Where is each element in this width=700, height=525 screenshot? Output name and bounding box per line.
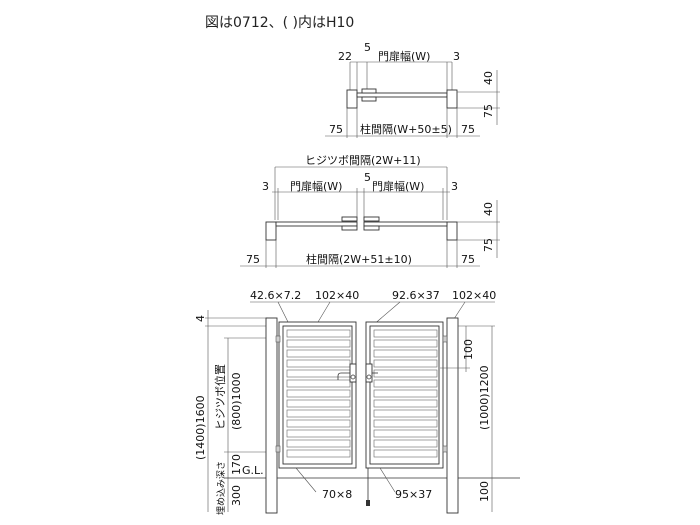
dim-100-bottom: 100 [478,481,491,502]
hinge-position-value: (800)1000 [230,372,243,430]
hinge-position-label: ヒジツボ位置 [213,364,227,430]
top-plan-view: 22 5 門扉幅(W) 3 40 75 75 柱間隔(W+50±5) 75 [325,41,500,138]
mid-dim-3-left: 3 [262,180,269,193]
dim-total-height: (1400)1600 [194,395,207,460]
handle-left [337,363,357,383]
gl-label: G.L. [242,464,264,477]
label-92-6x37: 92.6×37 [392,289,440,302]
top-post-left: 75 [329,123,343,136]
mid-post-spacing: 柱間隔(2W+51±10) [306,252,412,266]
embed-label: 埋め込み深さ [216,461,227,515]
mid-dim-40: 40 [482,202,495,216]
diagram-caption: 図は0712、( )内はH10 [205,15,355,31]
left-leaf-slats [286,329,351,458]
hinge-bottom-right [442,445,448,453]
handle-right [365,363,378,383]
dim-right-height: (1000)1200 [478,365,491,430]
label-95x37: 95×37 [395,488,432,501]
hinge-bottom-left [275,445,281,453]
label-102x40-right: 102×40 [452,289,496,302]
dim-100-top: 100 [462,339,475,360]
dim-300: 300 [230,485,243,506]
top-dim-40: 40 [482,71,495,85]
top-post-right: 75 [461,123,475,136]
top-dim-5: 5 [364,41,371,54]
label-70x8: 70×8 [322,488,352,501]
right-leaf-slats [373,329,438,458]
mid-post-right: 75 [461,253,475,266]
top-dim-22: 22 [338,50,352,63]
mid-dim-3-right: 3 [451,180,458,193]
top-gate-width: 門扉幅(W) [378,50,430,63]
mid-hinge-spacing: ヒジツボ間隔(2W+11) [305,154,421,167]
top-dim-3: 3 [453,50,460,63]
mid-dim-5: 5 [364,171,371,184]
top-dim-75-right: 75 [482,104,495,118]
front-elevation: 42.6×7.2 102×40 92.6×37 102×40 4 (1400)1… [194,289,520,515]
mid-gate-width-left: 門扉幅(W) [290,180,342,193]
hinge-top-right [442,335,448,343]
dim-4: 4 [194,315,207,322]
top-post-spacing: 柱間隔(W+50±5) [360,122,452,136]
mid-gate-width-right: 門扉幅(W) [372,180,424,193]
hinge-top-left [275,335,281,343]
mid-dim-75-right: 75 [482,238,495,252]
mid-plan-view: ヒジツボ間隔(2W+11) 3 門扉幅(W) 5 門扉幅(W) 3 40 75 … [240,154,500,268]
dim-170: 170 [230,454,243,475]
mid-post-left: 75 [246,253,260,266]
label-102x40-left: 102×40 [315,289,359,302]
label-42-6x7-2: 42.6×7.2 [250,289,301,302]
